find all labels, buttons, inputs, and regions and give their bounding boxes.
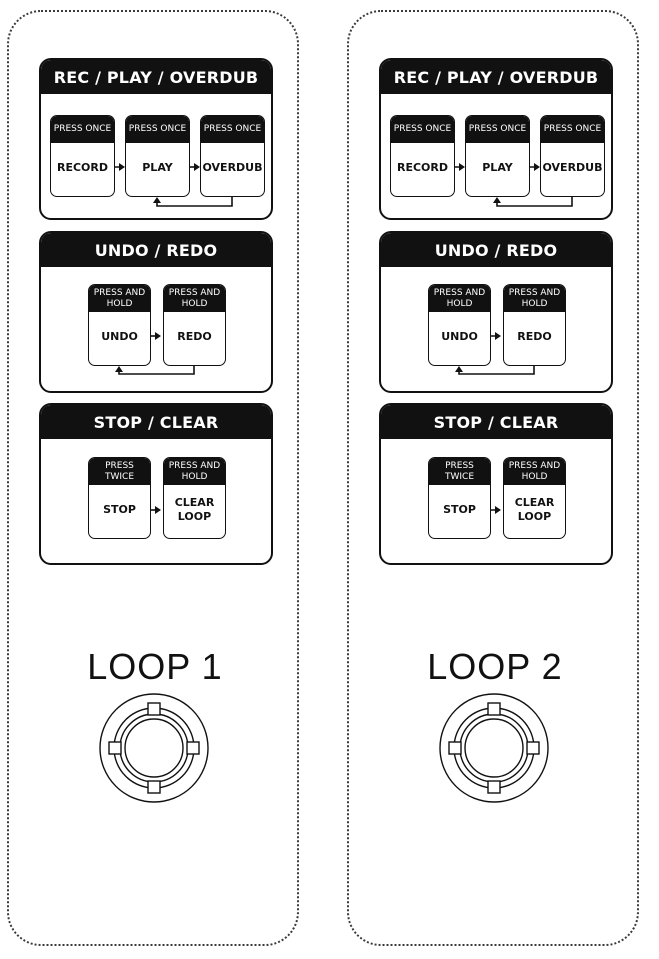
loop-1-panel: REC / PLAY / OVERDUB PRESS ONCE RECORD P… — [7, 10, 299, 946]
button-caption: PRESS AND HOLD — [164, 458, 225, 485]
button-caption: PRESS AND HOLD — [429, 285, 490, 312]
section-title: STOP / CLEAR — [381, 405, 611, 439]
button-label: OVERDUB — [202, 161, 263, 174]
section-title: STOP / CLEAR — [41, 405, 271, 439]
footswitch-icon[interactable] — [98, 692, 210, 804]
loop-2-panel: REC / PLAY / OVERDUB PRESS ONCE RECORD P… — [347, 10, 639, 946]
clear-loop-button[interactable]: PRESS AND HOLD CLEAR LOOP — [503, 457, 566, 539]
loop-label: LOOP 2 — [427, 646, 563, 687]
redo-button[interactable]: PRESS AND HOLD REDO — [163, 284, 226, 366]
section-title: UNDO / REDO — [381, 233, 611, 267]
flow-arrows — [115, 163, 233, 207]
button-label: RECORD — [396, 161, 448, 174]
rec-play-overdub-section: REC / PLAY / OVERDUB PRESS ONCE RECORD P… — [39, 58, 273, 220]
button-label: CLEAR LOOP — [514, 496, 555, 523]
stop-clear-section: STOP / CLEAR PRESS TWICE STOP PRESS AND … — [39, 403, 273, 565]
rec-play-overdub-section: REC / PLAY / OVERDUB PRESS ONCE RECORD P… — [379, 58, 613, 220]
record-button[interactable]: PRESS ONCE RECORD — [50, 115, 115, 197]
overdub-button[interactable]: PRESS ONCE OVERDUB — [200, 115, 265, 197]
section-title: REC / PLAY / OVERDUB — [381, 60, 611, 94]
redo-button[interactable]: PRESS AND HOLD REDO — [503, 284, 566, 366]
button-label: UNDO — [101, 330, 138, 343]
button-label: RECORD — [56, 161, 108, 174]
flow-arrows — [151, 506, 161, 514]
section-title: REC / PLAY / OVERDUB — [41, 60, 271, 94]
undo-button[interactable]: PRESS AND HOLD UNDO — [428, 284, 491, 366]
button-caption: PRESS ONCE — [126, 116, 189, 143]
section-title: UNDO / REDO — [41, 233, 271, 267]
button-caption: PRESS TWICE — [429, 458, 490, 485]
button-label: REDO — [517, 330, 552, 343]
stop-clear-section: STOP / CLEAR PRESS TWICE STOP PRESS AND … — [379, 403, 613, 565]
footswitch-icon[interactable] — [438, 692, 550, 804]
button-label: PLAY — [482, 161, 513, 174]
button-label: PLAY — [142, 161, 173, 174]
button-label: STOP — [443, 503, 476, 516]
play-button[interactable]: PRESS ONCE PLAY — [465, 115, 530, 197]
button-caption: PRESS ONCE — [201, 116, 264, 143]
button-label: STOP — [103, 503, 136, 516]
play-button[interactable]: PRESS ONCE PLAY — [125, 115, 190, 197]
button-caption: PRESS ONCE — [466, 116, 529, 143]
button-caption: PRESS AND HOLD — [164, 285, 225, 312]
button-caption: PRESS AND HOLD — [89, 285, 150, 312]
button-caption: PRESS AND HOLD — [504, 458, 565, 485]
flow-arrows — [115, 332, 195, 375]
stop-button[interactable]: PRESS TWICE STOP — [88, 457, 151, 539]
loop-label: LOOP 1 — [87, 646, 223, 687]
undo-button[interactable]: PRESS AND HOLD UNDO — [88, 284, 151, 366]
button-caption: PRESS ONCE — [51, 116, 114, 143]
button-label: UNDO — [441, 330, 478, 343]
overdub-button[interactable]: PRESS ONCE OVERDUB — [540, 115, 605, 197]
flow-arrows — [455, 332, 535, 375]
button-label: CLEAR LOOP — [174, 496, 215, 523]
clear-loop-button[interactable]: PRESS AND HOLD CLEAR LOOP — [163, 457, 226, 539]
undo-redo-section: UNDO / REDO PRESS AND HOLD UNDO PRESS AN… — [39, 231, 273, 393]
button-label: OVERDUB — [542, 161, 603, 174]
flow-arrows — [455, 163, 573, 207]
record-button[interactable]: PRESS ONCE RECORD — [390, 115, 455, 197]
button-caption: PRESS TWICE — [89, 458, 150, 485]
button-label: REDO — [177, 330, 212, 343]
undo-redo-section: UNDO / REDO PRESS AND HOLD UNDO PRESS AN… — [379, 231, 613, 393]
button-caption: PRESS AND HOLD — [504, 285, 565, 312]
flow-arrows — [491, 506, 501, 514]
button-caption: PRESS ONCE — [391, 116, 454, 143]
button-caption: PRESS ONCE — [541, 116, 604, 143]
stop-button[interactable]: PRESS TWICE STOP — [428, 457, 491, 539]
